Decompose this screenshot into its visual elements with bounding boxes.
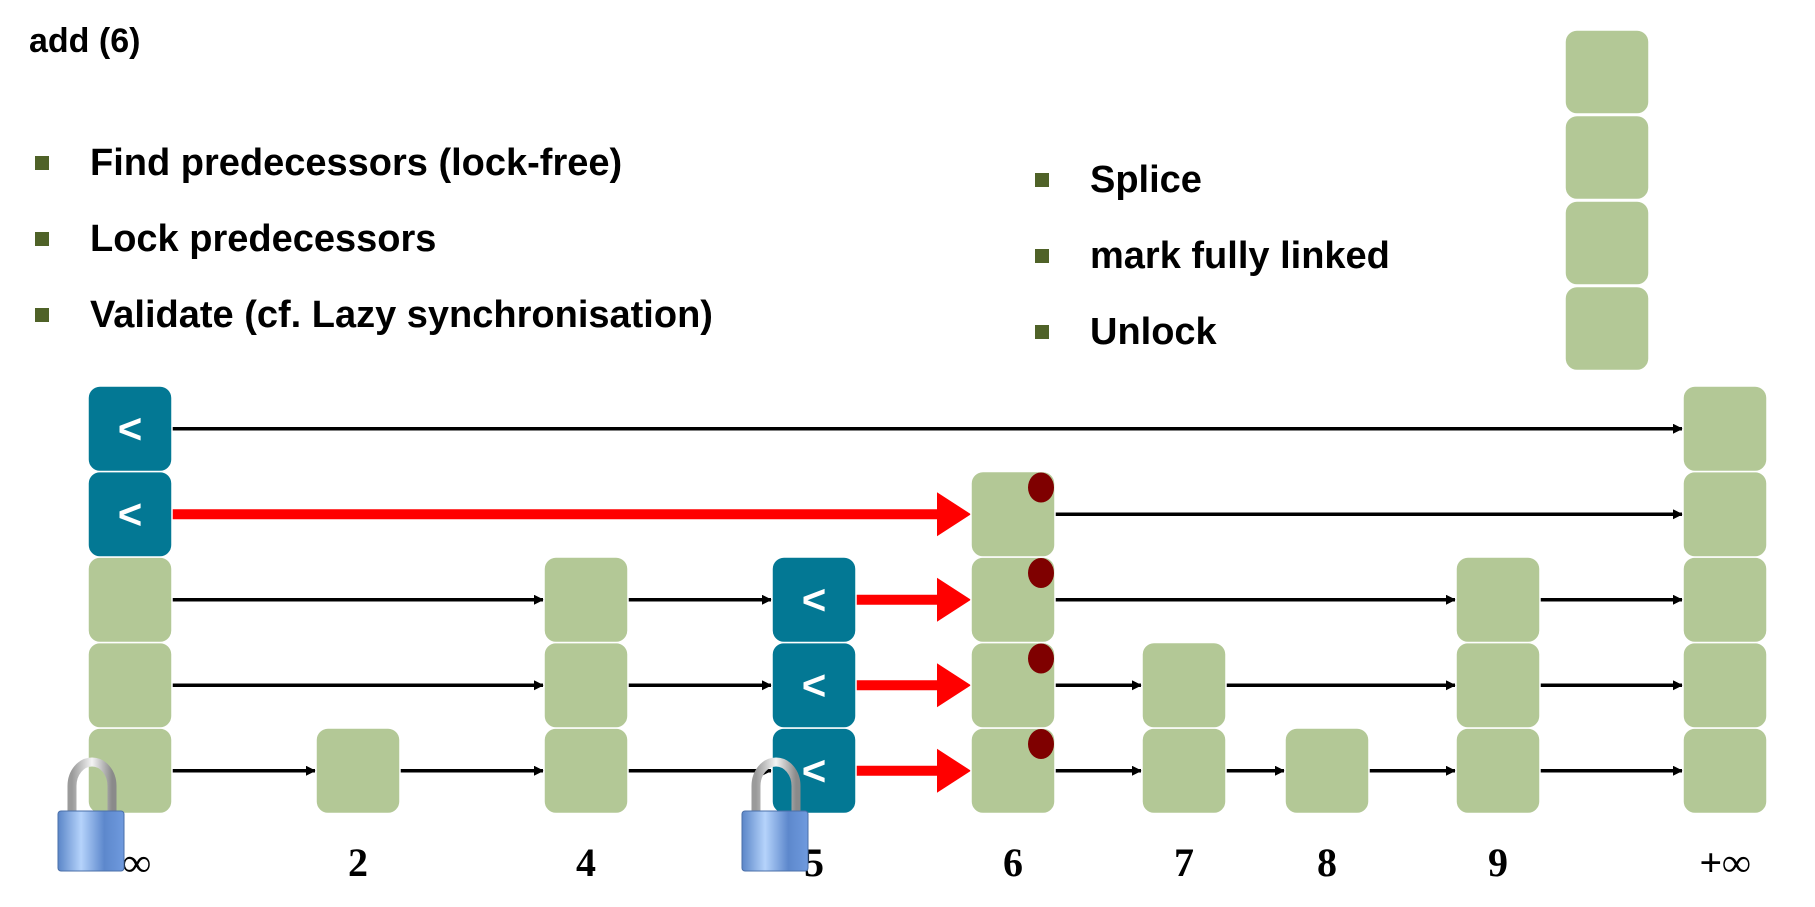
bullet-item: Validate (cf. Lazy synchronisation)	[35, 277, 713, 353]
bullet-item: Unlock	[1035, 294, 1390, 370]
bullet-square-icon	[35, 156, 49, 170]
bullet-item: Find predecessors (lock-free)	[35, 125, 713, 201]
new-node-tower-cell	[1564, 200, 1650, 286]
fully-linked-dot	[1028, 729, 1054, 759]
lock-symbol: <	[802, 576, 827, 623]
bullet-square-icon	[35, 232, 49, 246]
node-cell-8	[1284, 727, 1370, 815]
new-node-tower-cell	[1564, 114, 1650, 201]
red-arrowhead	[937, 577, 971, 622]
red-arrowhead	[937, 748, 971, 793]
node-cell-2	[315, 727, 401, 815]
bullet-text: Splice	[1090, 159, 1202, 201]
padlock-shackle	[751, 757, 801, 816]
fully-linked-dot	[1028, 472, 1054, 503]
bullet-item: mark fully linked	[1035, 218, 1390, 294]
node-key-label: 4	[576, 840, 596, 885]
padlock-icon	[741, 757, 809, 872]
node-cell-+∞	[1682, 470, 1768, 558]
new-node-tower-cell	[1564, 29, 1650, 115]
node-cell-7	[1141, 641, 1227, 729]
node-cell-+∞	[1682, 385, 1768, 473]
node-cell-9	[1455, 556, 1541, 644]
fully-linked-dot	[1028, 558, 1054, 588]
red-arrowhead	[937, 492, 971, 537]
node-cell-9	[1455, 727, 1541, 815]
node-cell--∞	[87, 385, 173, 473]
padlock-body	[741, 810, 809, 872]
padlock-body	[57, 810, 125, 872]
node-cell-7	[1141, 727, 1227, 815]
bullet-text: mark fully linked	[1090, 235, 1390, 277]
node-key-label: 2	[348, 840, 368, 885]
lock-symbol: <	[118, 490, 143, 537]
node-cell--∞	[87, 556, 173, 644]
bullet-item: Lock predecessors	[35, 201, 713, 277]
node-cell--∞	[87, 727, 173, 815]
node-cell-+∞	[1682, 556, 1768, 644]
bullet-text: Find predecessors (lock-free)	[90, 142, 623, 184]
red-arrowhead	[937, 663, 971, 708]
node-cell-4	[543, 556, 629, 644]
node-key-label: 8	[1317, 840, 1337, 885]
bullet-square-icon	[1035, 173, 1049, 187]
node-key-label: 7	[1174, 840, 1194, 885]
node-cell--∞	[87, 641, 173, 729]
right-bullet-list: Splice mark fully linked Unlock	[1035, 142, 1390, 370]
bullet-square-icon	[1035, 249, 1049, 263]
new-node-tower-cell	[1564, 285, 1650, 372]
lock-symbol: <	[802, 747, 827, 794]
node-cell-4	[543, 641, 629, 729]
node-key-label: 6	[1003, 840, 1023, 885]
bullet-text: Validate (cf. Lazy synchronisation)	[90, 294, 713, 336]
fully-linked-dot	[1028, 643, 1054, 674]
node-key-label: +∞	[1699, 840, 1750, 885]
lock-symbol: <	[802, 661, 827, 708]
bullet-text: Unlock	[1090, 311, 1217, 353]
padlock-icon	[57, 757, 125, 872]
node-cell-+∞	[1682, 641, 1768, 729]
node-cell-9	[1455, 641, 1541, 729]
bullet-item: Splice	[1035, 142, 1390, 218]
padlock-shackle	[67, 757, 117, 816]
bullet-square-icon	[35, 308, 49, 322]
lock-symbol: <	[118, 405, 143, 452]
node-cell-4	[543, 727, 629, 815]
slide-title: add (6)	[29, 22, 141, 60]
node-cell-5	[771, 556, 857, 644]
node-key-label: 9	[1488, 840, 1508, 885]
left-bullet-list: Find predecessors (lock-free) Lock prede…	[35, 125, 713, 353]
node-cell-+∞	[1682, 727, 1768, 815]
bullet-square-icon	[1035, 325, 1049, 339]
bullet-text: Lock predecessors	[90, 218, 437, 260]
node-key-label: 5	[804, 840, 824, 885]
